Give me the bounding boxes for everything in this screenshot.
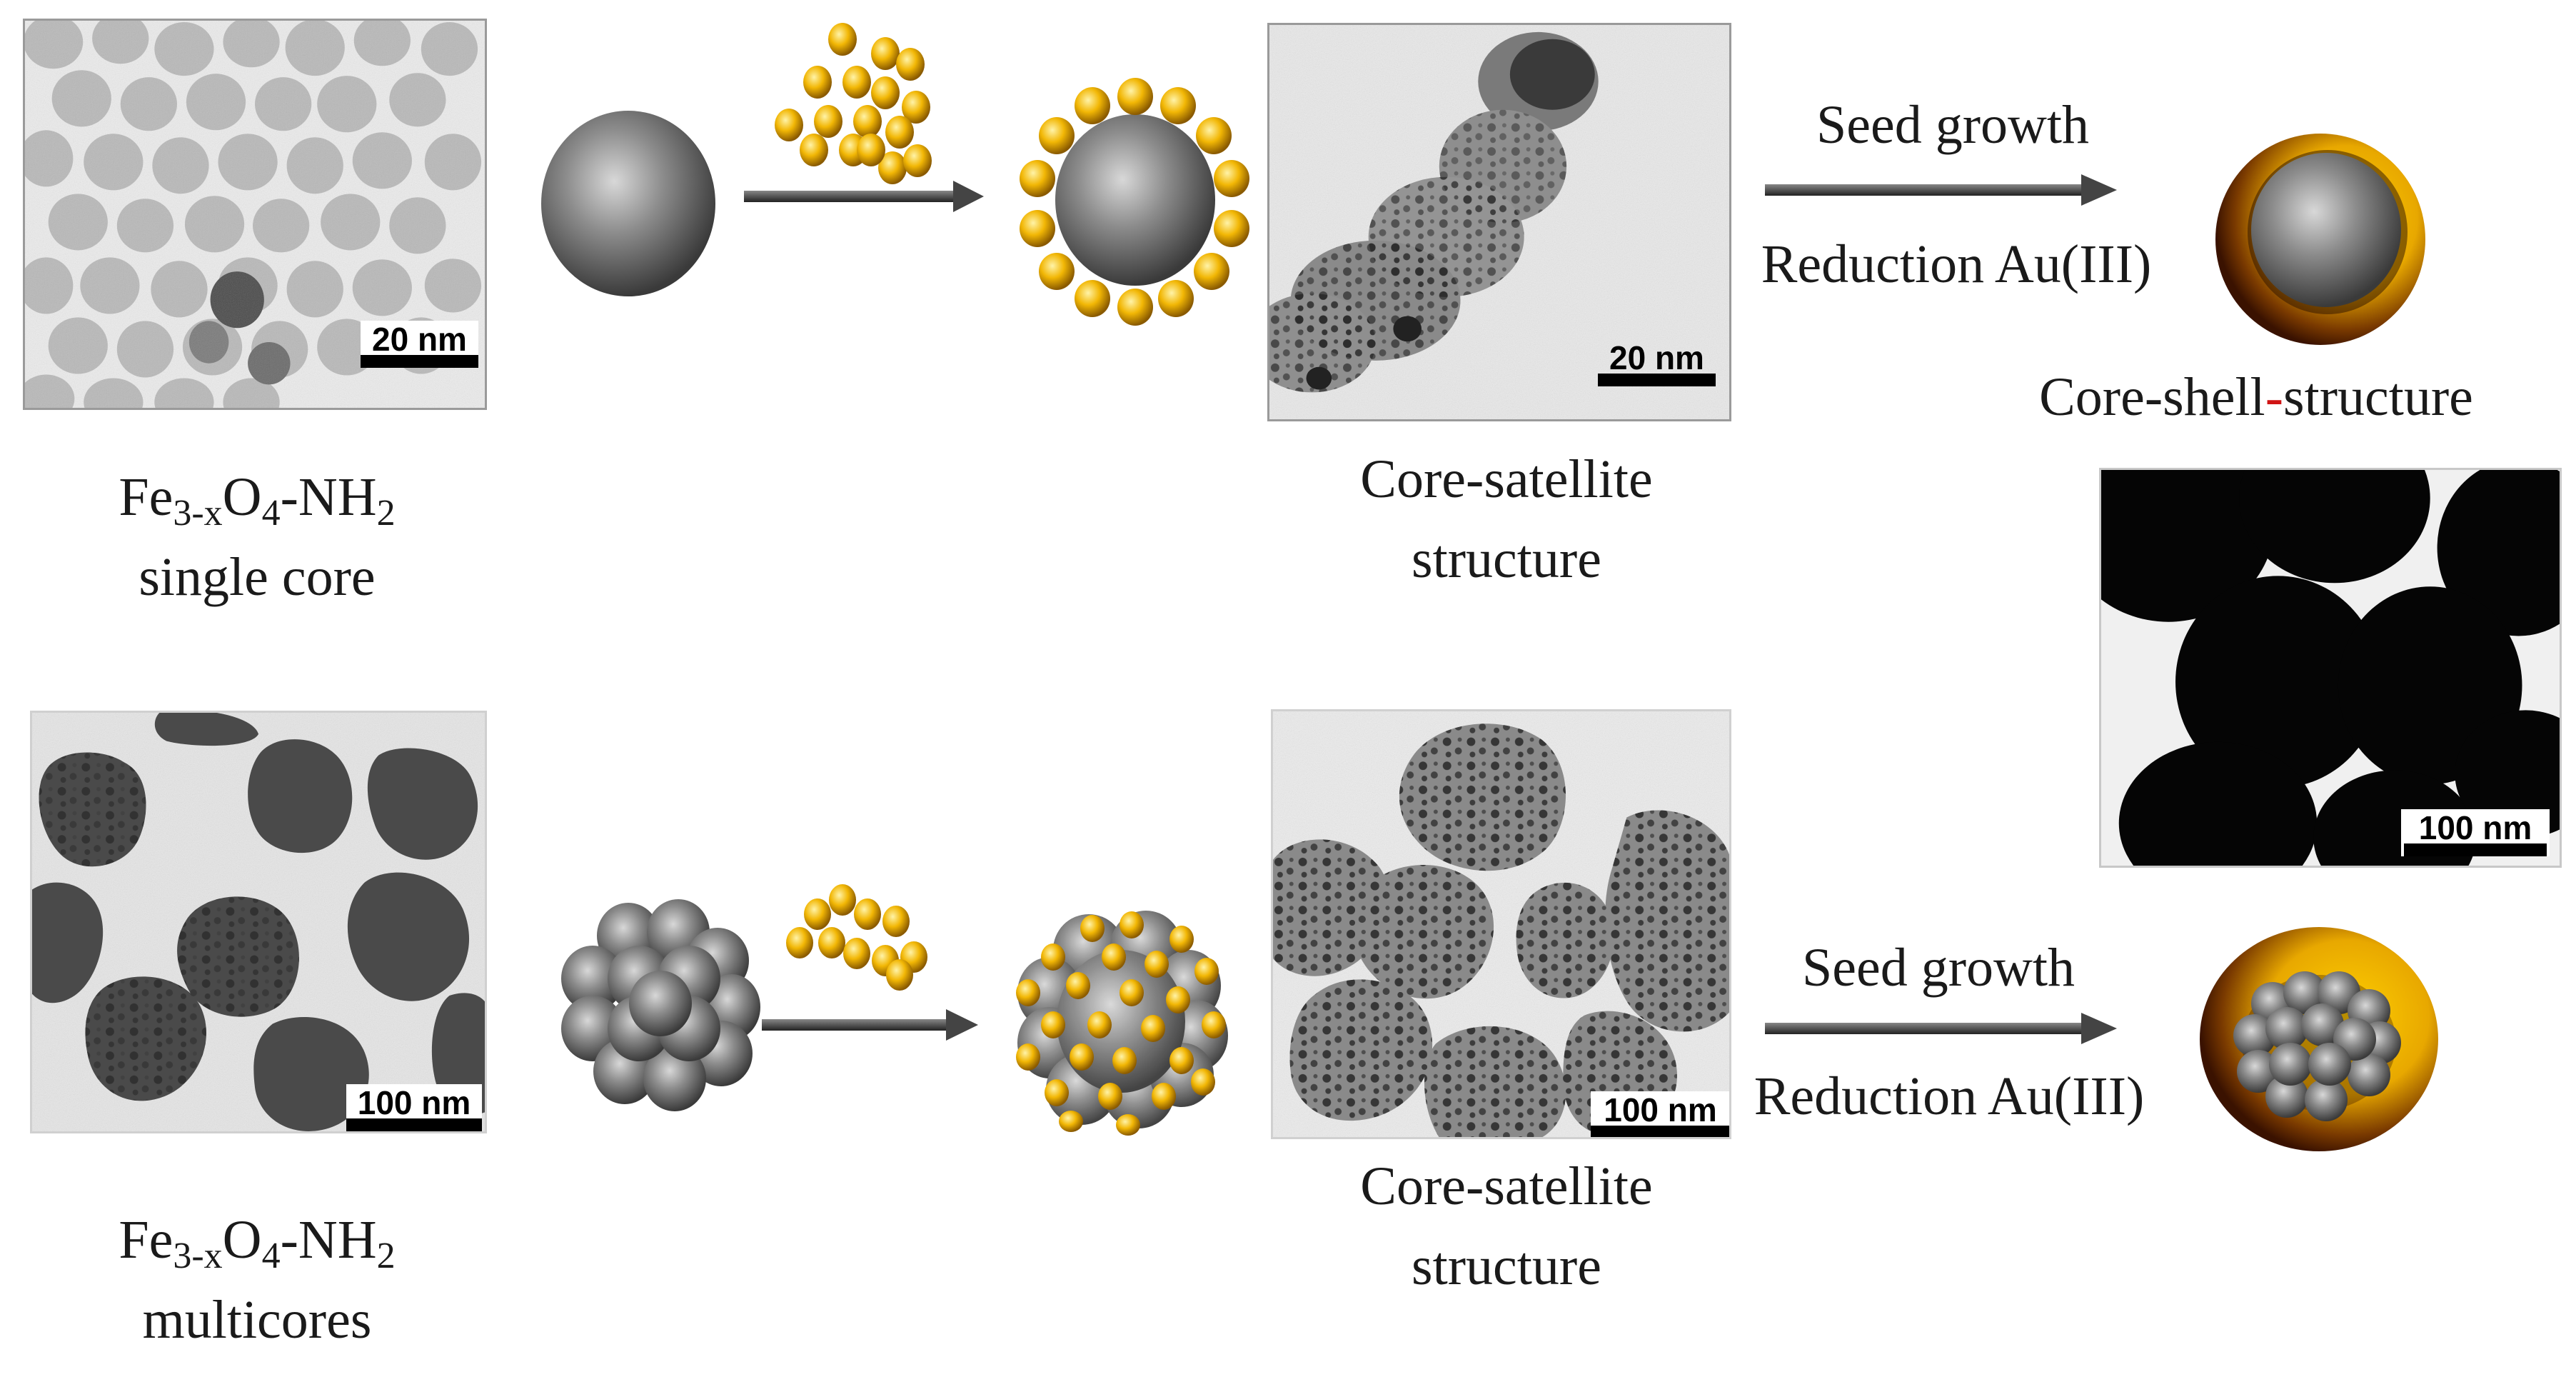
scale-bar-core-shell: 100 nm xyxy=(2401,809,2550,856)
core-shell-sphere-icon xyxy=(2215,134,2425,345)
scale-bar-label: 20 nm xyxy=(1609,339,1704,376)
arrow-label-top-above: Seed growth xyxy=(1816,95,2090,155)
label-core-satellite-bottom: Core-satellite structure xyxy=(1360,1156,1653,1296)
scale-bar-label: 100 nm xyxy=(1604,1091,1717,1128)
multicore-cluster-icon xyxy=(561,899,760,1111)
scale-bar-core-satellite-top: 20 nm xyxy=(1598,339,1716,386)
label-core-satellite-top: Core-satellite structure xyxy=(1360,449,1653,589)
scale-bar-single-core: 20 nm xyxy=(361,321,478,368)
core-satellite-sphere-icon xyxy=(1020,78,1249,326)
arrow-bottom-1 xyxy=(762,1009,978,1041)
scale-bar-label: 20 nm xyxy=(372,321,467,358)
multi-core-formula: Fe3-xO4-NH2 xyxy=(119,1210,396,1276)
single-core-formula: Fe3-xO4-NH2 xyxy=(119,467,396,534)
gold-nanoparticle-cluster-icon xyxy=(775,23,932,184)
tem-image-core-shell: 100 nm xyxy=(2099,468,2562,868)
arrow-label-bottom-above: Seed growth xyxy=(1801,938,2076,998)
sphere-icon xyxy=(541,111,715,296)
gold-nanoparticle-cluster-icon xyxy=(786,884,927,991)
multi-core-name: multicores xyxy=(142,1290,372,1350)
single-core-name: single core xyxy=(139,547,376,607)
arrow-top-1 xyxy=(744,181,984,212)
label-single-core: Fe3-xO4-NH2 single core xyxy=(57,457,457,617)
tem-image-core-satellite-bottom: 100 nm xyxy=(1271,709,1731,1139)
arrow-top-2 xyxy=(1765,174,2117,206)
multicore-shell-icon xyxy=(2200,927,2438,1151)
scale-bar-label: 100 nm xyxy=(2418,809,2532,846)
label-core-shell-structure: Core-shell-structure xyxy=(2039,367,2473,427)
scale-bar-core-satellite-bottom: 100 nm xyxy=(1591,1091,1729,1137)
tem-image-single-core: 20 nm xyxy=(23,19,487,410)
scale-bar-multi-core: 100 nm xyxy=(346,1084,482,1131)
scale-bar-label: 100 nm xyxy=(357,1084,471,1121)
arrow-bottom-2 xyxy=(1765,1013,2117,1044)
tem-image-core-satellite-top: 20 nm xyxy=(1267,23,1731,421)
multicore-satellite-icon xyxy=(1016,911,1228,1136)
tem-image-multi-core: 100 nm xyxy=(30,711,487,1133)
label-multi-core: Fe3-xO4-NH2 multicores xyxy=(57,1200,457,1360)
arrow-label-top-below: Reduction Au(III) xyxy=(1761,234,2152,294)
arrow-label-bottom-below: Reduction Au(III) xyxy=(1754,1066,2145,1126)
